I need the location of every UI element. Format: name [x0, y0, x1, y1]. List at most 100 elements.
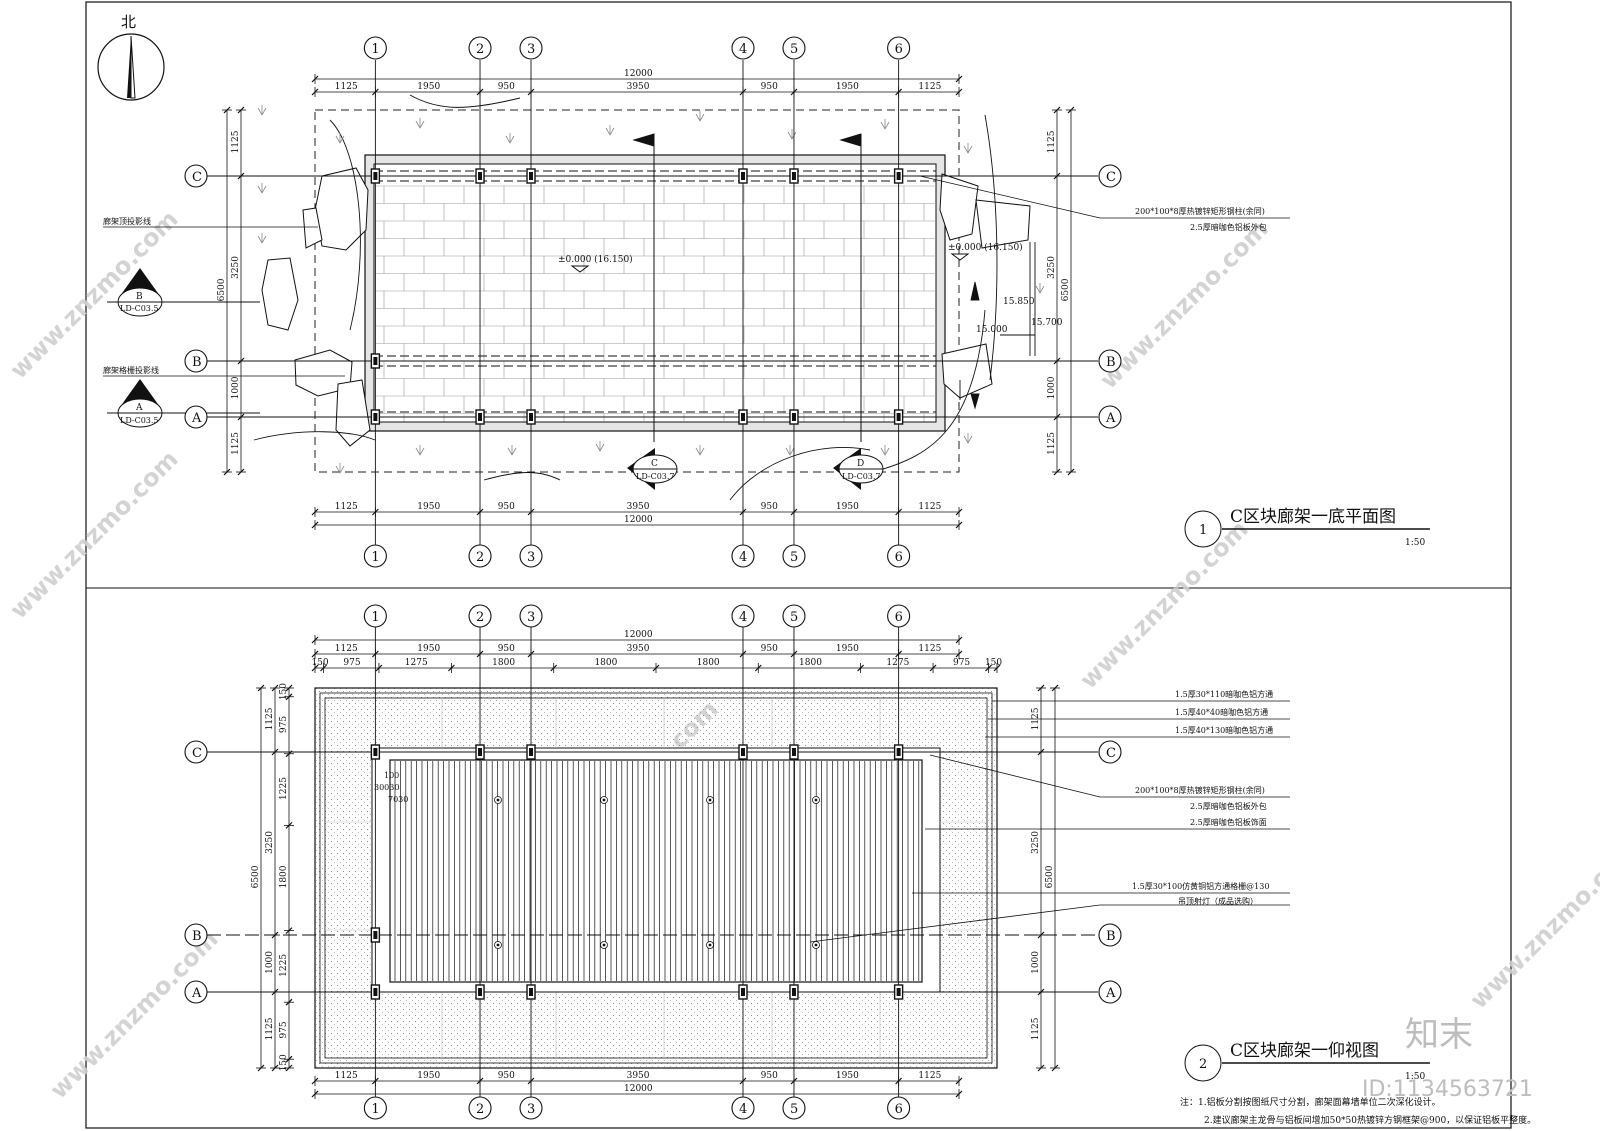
- drawing-number: 1: [1199, 523, 1207, 538]
- elevation-main: ±0.000 (16.150): [558, 254, 633, 265]
- axis-col-3-label: 3: [527, 610, 535, 625]
- axis-row-B-label: B: [192, 929, 202, 944]
- axis-row-A: [1098, 405, 1122, 429]
- dim-small: 100: [384, 771, 399, 780]
- note-aluminum-cladding: 2.5厚暗咖色铝板外包: [1190, 801, 1267, 811]
- note-grille: 1.5厚30*100仿黄铜铝方通格栅@130: [1132, 881, 1269, 891]
- dimension-text: 1225: [279, 777, 289, 800]
- section-ref: LD-C03.7: [636, 472, 675, 481]
- watermark-text: www.znzmo.com: [1074, 515, 1253, 694]
- axis-col-4: [731, 1096, 755, 1120]
- note-steel-column: 200*100*8厚热镀锌矩形钢柱(余同): [1135, 206, 1265, 216]
- elevation-15000: 15.000: [976, 325, 1008, 335]
- dimension-text: 1125: [1047, 432, 1057, 455]
- axis-row-C-label: C: [1106, 746, 1116, 761]
- dim-small: 30030: [374, 783, 399, 792]
- axis-col-2: [468, 1096, 492, 1120]
- axis-col-2: [468, 36, 492, 60]
- drawing-scale: 1:50: [1405, 538, 1425, 548]
- axis-col-2: [468, 604, 492, 628]
- dimension-text: 950: [761, 644, 778, 654]
- dimension-text: 1000: [1047, 376, 1057, 399]
- axis-col-2-label: 2: [476, 550, 484, 565]
- dimension-text: 3250: [265, 831, 275, 854]
- dimension-text: 1950: [836, 1071, 859, 1081]
- dimension-text: 1125: [335, 1071, 358, 1081]
- section-letter: B: [136, 292, 143, 302]
- watermark-logo: 知末: [1405, 1015, 1473, 1055]
- elevation-15700: 15.700: [1031, 318, 1063, 328]
- dimension-text: 1125: [1031, 1017, 1041, 1040]
- axis-row-B-label: B: [1106, 355, 1116, 370]
- north-label: 北: [121, 13, 136, 31]
- dimension-text: 1800: [799, 658, 822, 668]
- axis-row-B-label: B: [192, 355, 202, 370]
- dimension-text: 1950: [417, 644, 440, 654]
- label-roof-projection: 廊架顶投影线: [103, 216, 151, 226]
- axis-col-2-label: 2: [476, 1102, 484, 1117]
- dimension-text: 3250: [1047, 256, 1057, 279]
- dimension-text: 12000: [624, 630, 653, 640]
- dimension-text: 3950: [627, 502, 650, 512]
- axis-col-4-label: 4: [739, 550, 747, 565]
- section-letter: C: [651, 459, 658, 469]
- dim-small: 7030: [388, 795, 408, 804]
- dimension-text: 1800: [594, 658, 617, 668]
- dimension-text: 1125: [265, 707, 275, 730]
- dimension-text: 12000: [624, 69, 653, 79]
- dimension-text: 1125: [231, 130, 241, 153]
- note-spotlight: 吊顶射灯（成品选购）: [1178, 896, 1258, 906]
- dimension-text: 1125: [1031, 707, 1041, 730]
- dimension-text: 3950: [627, 1071, 650, 1081]
- note-steel-column: 200*100*8厚热镀锌矩形钢柱(余同): [1135, 785, 1265, 795]
- axis-col-6-label: 6: [895, 42, 903, 57]
- footnote-1: 注：1.铝板分割按图纸尺寸分割，廊架面幕墙单位二次深化设计。: [1180, 1096, 1441, 1108]
- axis-col-1: [363, 604, 387, 628]
- axis-row-C-label: C: [192, 746, 202, 761]
- spotlights: [494, 796, 820, 949]
- axis-col-4-label: 4: [739, 610, 747, 625]
- axis-col-5-label: 5: [790, 550, 798, 565]
- north-arrow: 北: [97, 13, 165, 101]
- section-ref: LD-C03.7: [842, 472, 881, 481]
- dimension-text: 3950: [627, 82, 650, 92]
- dimension-text: 1275: [886, 658, 909, 668]
- watermark-text: www.znzmo.com: [1464, 835, 1600, 1014]
- axis-col-5: [782, 604, 806, 628]
- section-letter: D: [857, 459, 864, 469]
- axis-col-6-label: 6: [895, 550, 903, 565]
- axis-row-A: [184, 405, 208, 429]
- section-mark-D: D LD-C03.7: [833, 448, 884, 490]
- plan-title-block: 1 C区块廊架一底平面图 1:50: [1184, 507, 1430, 548]
- dimension-text: 150: [279, 683, 289, 700]
- axis-row-C-label: C: [192, 170, 202, 185]
- axis-row-B-label: B: [1106, 929, 1116, 944]
- dimension-text: 950: [498, 1071, 515, 1081]
- axis-col-4-label: 4: [739, 42, 747, 57]
- watermark-text: www.znzmo.com: [44, 925, 223, 1104]
- dimension-text: 1950: [836, 502, 859, 512]
- section-mark-B: B LD-C03.5: [107, 268, 260, 317]
- axis-col-4-label: 4: [739, 1102, 747, 1117]
- dimension-text: 1275: [405, 658, 428, 668]
- dimension-text: 150: [279, 1054, 289, 1071]
- dimension-text: 6500: [251, 865, 261, 888]
- axis-row-B: [1098, 349, 1122, 373]
- axis-row-B: [184, 923, 208, 947]
- dimension-text: 1125: [265, 1017, 275, 1040]
- dimension-text: 1000: [265, 951, 275, 974]
- plan-view-1: ±0.000 (16.150) ±0.000 (16.150) 15.850 1…: [103, 94, 1430, 548]
- axis-col-3: [519, 1096, 543, 1120]
- dimension-text: 1800: [697, 658, 720, 668]
- axis-row-B: [184, 349, 208, 373]
- dimension-text: 1950: [417, 502, 440, 512]
- dimension-text: 6500: [1045, 865, 1055, 888]
- section-ref: LD-C03.5: [120, 416, 159, 425]
- dimension-text: 6500: [1061, 278, 1071, 301]
- dimension-text: 1225: [279, 954, 289, 977]
- watermark-id: ID:1134563721: [1362, 1077, 1533, 1102]
- axis-row-B: [1098, 923, 1122, 947]
- note-aluminum-tube-2: 1.5厚40*40暗咖色铝方通: [1175, 707, 1268, 717]
